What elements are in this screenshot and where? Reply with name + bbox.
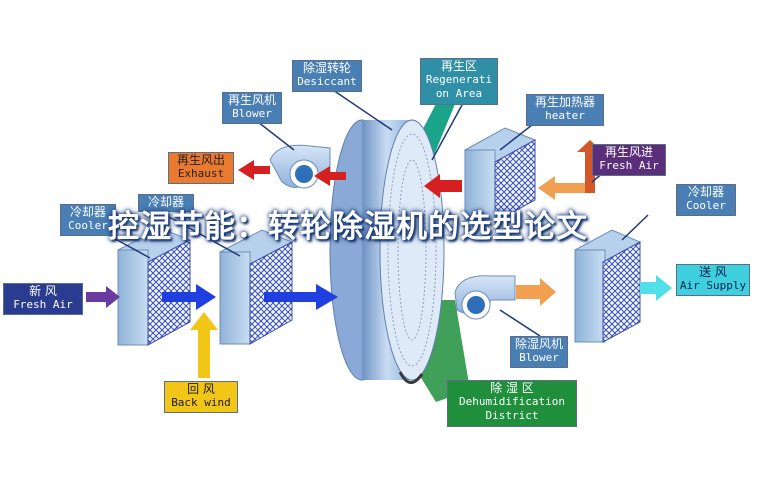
cooler-right-unit [573, 229, 642, 343]
page-title: 控湿节能：转轮除湿机的选型论文 [108, 209, 588, 245]
regen-blower-unit [269, 144, 331, 189]
label-cooler-mid: 冷却器 [138, 194, 194, 212]
regen-red-arrow-out [314, 166, 346, 186]
regen-fresh-arrow [538, 176, 592, 200]
label-regen-fresh-air: 再生风进 Fresh Air [592, 144, 666, 176]
label-regen-exhaust: 再生风出 Exhaust [168, 152, 234, 184]
back-wind-arrow [190, 312, 218, 378]
blue-arrow-1 [162, 284, 216, 310]
label-back-wind: 回 风 Back wind [164, 381, 238, 413]
label-regen-heater: 再生加热器 heater [526, 94, 604, 126]
leader-lines [107, 87, 649, 337]
label-regeneration-area: 再生区 Regenerati on Area [420, 58, 498, 105]
label-dehum-district: 除 湿 区 Dehumidification District [447, 380, 577, 427]
desiccant-wheel [329, 119, 445, 384]
regen-red-arrow-in [424, 174, 462, 198]
label-cooler-right: 冷却器 Cooler [676, 184, 736, 216]
label-fresh-air: 新 风 Fresh Air [3, 283, 83, 315]
label-desiccant: 除湿转轮 Desiccant [292, 60, 362, 92]
label-cooler-left: 冷却器 Cooler [60, 204, 116, 236]
blue-arrow-2 [264, 284, 338, 310]
regen-fresh-riser [577, 140, 603, 193]
exhaust-red-arrow [238, 160, 270, 180]
regen-heater-unit [463, 127, 537, 223]
supply-orange-arrow [516, 278, 556, 306]
label-air-supply: 送 风 Air Supply [676, 264, 750, 296]
label-regen-blower: 再生风机 Blower [222, 92, 282, 124]
label-dehum-blower: 除湿风机 Blower [510, 336, 568, 368]
supply-cyan-arrow [640, 275, 672, 301]
fresh-air-arrow [86, 286, 120, 308]
dehum-blower-unit [454, 275, 516, 320]
